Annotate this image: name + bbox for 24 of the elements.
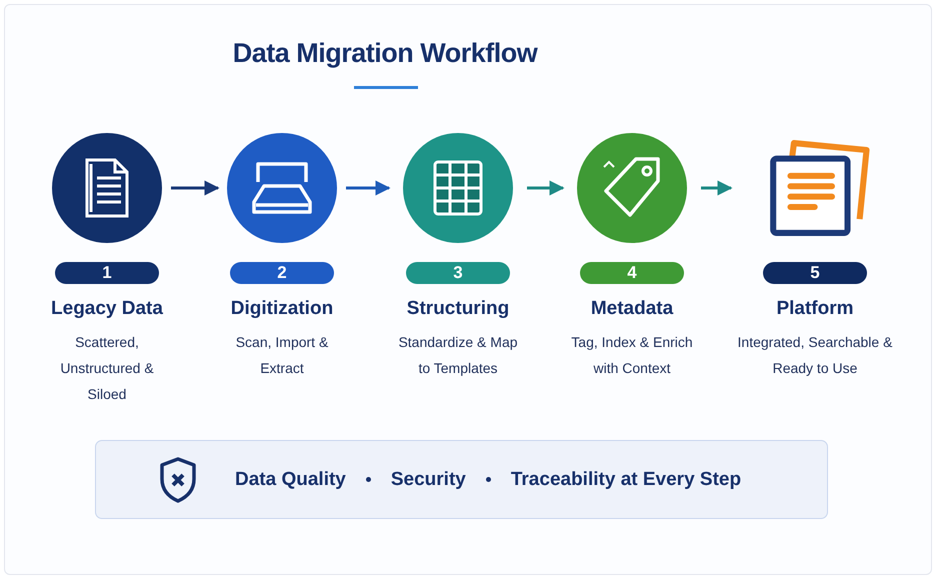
- step-number: 2: [230, 262, 334, 284]
- step-title: Platform: [776, 298, 854, 320]
- step-title: Structuring: [406, 298, 510, 320]
- step-title: Digitization: [230, 298, 334, 320]
- arrow: [527, 180, 564, 196]
- step-title: Legacy Data: [51, 298, 163, 320]
- step-description: Scattered, Unstructured & Siloed: [60, 333, 154, 404]
- step-number: 4: [580, 262, 684, 284]
- step-number: 1: [55, 262, 159, 284]
- arrow: [701, 180, 732, 196]
- title: Data Migration Workflow: [232, 38, 539, 69]
- arrow: [171, 180, 220, 196]
- banner-text: Security: [390, 468, 466, 490]
- banner-text: Data Quality: [235, 468, 346, 490]
- arrow: [346, 180, 390, 196]
- step-title: Metadata: [590, 298, 674, 320]
- step-description: Standardize & Map to Templates: [397, 333, 519, 378]
- step-description: Scan, Import & Extract: [234, 333, 330, 378]
- step-number: 5: [763, 262, 867, 284]
- step-number: 3: [406, 262, 510, 284]
- banner-text: Traceability at Every Step: [510, 468, 742, 490]
- step-description: Integrated, Searchable & Ready to Use: [736, 333, 894, 378]
- info-banner: [95, 440, 828, 519]
- step-description: Tag, Index & Enrich with Context: [570, 333, 694, 378]
